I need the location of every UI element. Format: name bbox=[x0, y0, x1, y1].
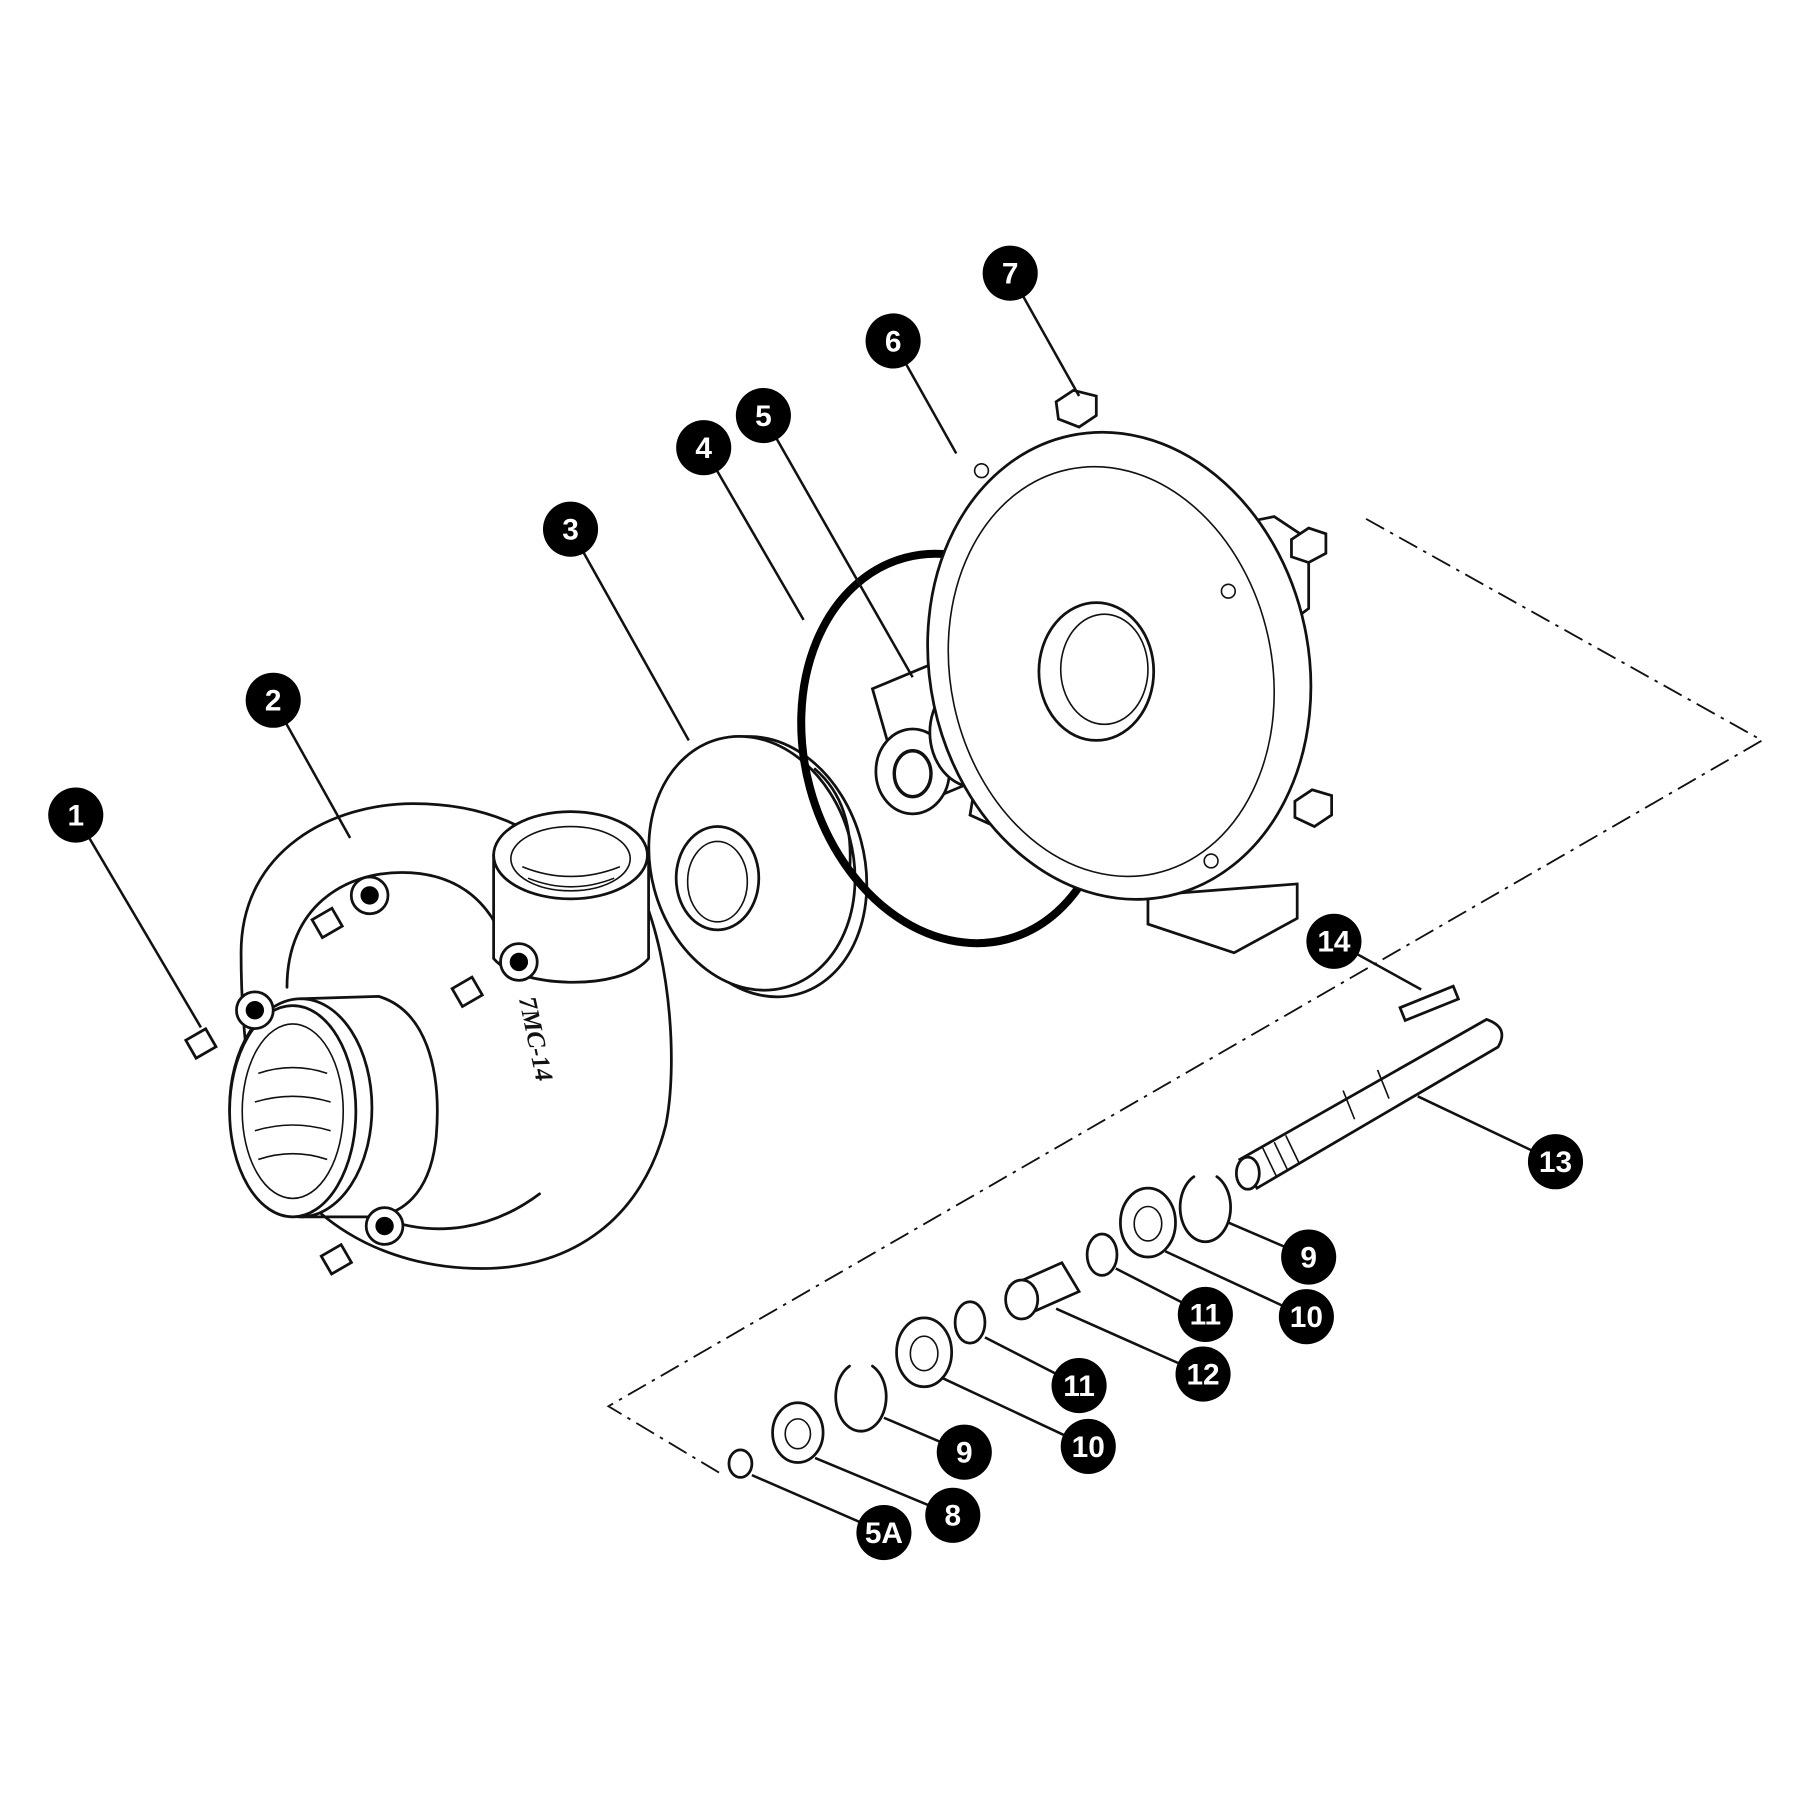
callout-badge bbox=[982, 245, 1038, 301]
callout-label: 9 bbox=[956, 1437, 973, 1470]
leader-line bbox=[74, 814, 202, 1029]
callout-label: 11 bbox=[1190, 1299, 1222, 1332]
callout-badge bbox=[1060, 1418, 1116, 1474]
callout-pump-casing: 2 bbox=[245, 672, 352, 839]
bearing-stack bbox=[727, 1175, 1232, 1479]
callout-badge bbox=[856, 1504, 912, 1561]
callout-badge bbox=[925, 1487, 981, 1543]
callout-label: 5 bbox=[755, 400, 772, 433]
callout-badge bbox=[1281, 1229, 1337, 1285]
callout-snap-ring: 11 bbox=[984, 1336, 1107, 1414]
leader-line bbox=[702, 447, 805, 621]
callout-label: 13 bbox=[1539, 1146, 1572, 1179]
callout-mechanical-seal: 5 bbox=[735, 388, 914, 678]
callout-badge bbox=[676, 420, 732, 476]
callout-impeller: 3 bbox=[542, 501, 690, 742]
leader-line bbox=[569, 528, 690, 742]
callout-label: 9 bbox=[1300, 1241, 1317, 1274]
callout-bracket-adapter: 6 bbox=[865, 313, 958, 455]
callout-label: 7 bbox=[1002, 258, 1019, 291]
callout-badge bbox=[245, 672, 301, 728]
callout-snap-ring: 11 bbox=[1115, 1267, 1233, 1342]
callout-badge bbox=[542, 501, 599, 557]
pump-casing: 7MC-14 bbox=[228, 802, 673, 1270]
callout-washer: 8 bbox=[814, 1456, 981, 1543]
callout-label: 10 bbox=[1072, 1431, 1105, 1464]
callout-o-ring: 4 bbox=[676, 420, 805, 621]
callout-badge bbox=[1278, 1289, 1334, 1345]
callout-label: 8 bbox=[945, 1500, 962, 1533]
callout-badge bbox=[735, 388, 791, 444]
callout-badge bbox=[1527, 1134, 1584, 1190]
callout-bracket-bolt: 7 bbox=[982, 245, 1081, 397]
callout-label: 2 bbox=[265, 685, 282, 718]
shaft-key bbox=[1398, 984, 1461, 1023]
callout-label: 5A bbox=[865, 1517, 903, 1550]
callout-retaining-ring: 9 bbox=[883, 1416, 992, 1480]
callout-badge bbox=[1306, 913, 1362, 969]
callout-label: 6 bbox=[885, 325, 902, 358]
shaft bbox=[1234, 1017, 1504, 1191]
callout-label: 3 bbox=[562, 514, 579, 547]
callout-label: 12 bbox=[1186, 1358, 1219, 1391]
callout-bearing: 10 bbox=[940, 1376, 1116, 1474]
bracket-bolts bbox=[1054, 388, 1334, 829]
casing-bolts bbox=[183, 906, 485, 1276]
callout-badge bbox=[936, 1424, 992, 1480]
bracket-adapter bbox=[926, 430, 1313, 955]
leader-line bbox=[762, 414, 914, 678]
callout-shaft-key: 14 bbox=[1306, 913, 1422, 991]
callout-label: 10 bbox=[1290, 1301, 1323, 1334]
callout-retaining-ring: 9 bbox=[1227, 1221, 1337, 1285]
callout-label: 4 bbox=[695, 432, 712, 465]
callout-label: 11 bbox=[1063, 1370, 1095, 1403]
callout-casing-bolt: 1 bbox=[48, 787, 202, 1029]
callout-slinger-ring: 5A bbox=[751, 1473, 912, 1561]
callout-spacer: 12 bbox=[1055, 1307, 1231, 1402]
callout-label: 1 bbox=[67, 799, 84, 832]
callout-badge bbox=[1177, 1286, 1233, 1342]
callout-shaft: 13 bbox=[1417, 1095, 1584, 1190]
callout-bearing: 10 bbox=[1164, 1250, 1334, 1345]
callout-badge bbox=[1051, 1358, 1107, 1414]
callout-label: 14 bbox=[1317, 926, 1351, 959]
callout-badge bbox=[865, 313, 921, 369]
callout-badge bbox=[48, 787, 104, 843]
callout-badge bbox=[1175, 1346, 1231, 1402]
